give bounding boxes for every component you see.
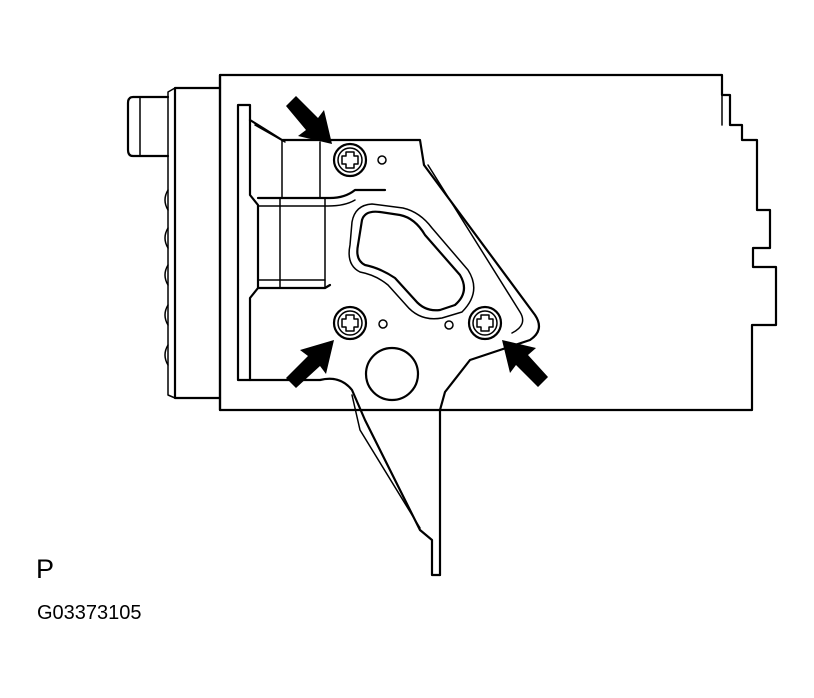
arrow-lower-left [286, 340, 334, 388]
arrow-upper-left [286, 96, 332, 144]
housing [126, 73, 778, 412]
screw-lower-left [332, 305, 368, 341]
mounting-bracket [236, 103, 541, 577]
screw-lower-right [467, 305, 503, 341]
figure-code: G03373105 [37, 602, 142, 624]
arrow-lower-right [502, 340, 548, 387]
view-label: P [36, 554, 55, 584]
screw-upper-left [332, 142, 368, 178]
